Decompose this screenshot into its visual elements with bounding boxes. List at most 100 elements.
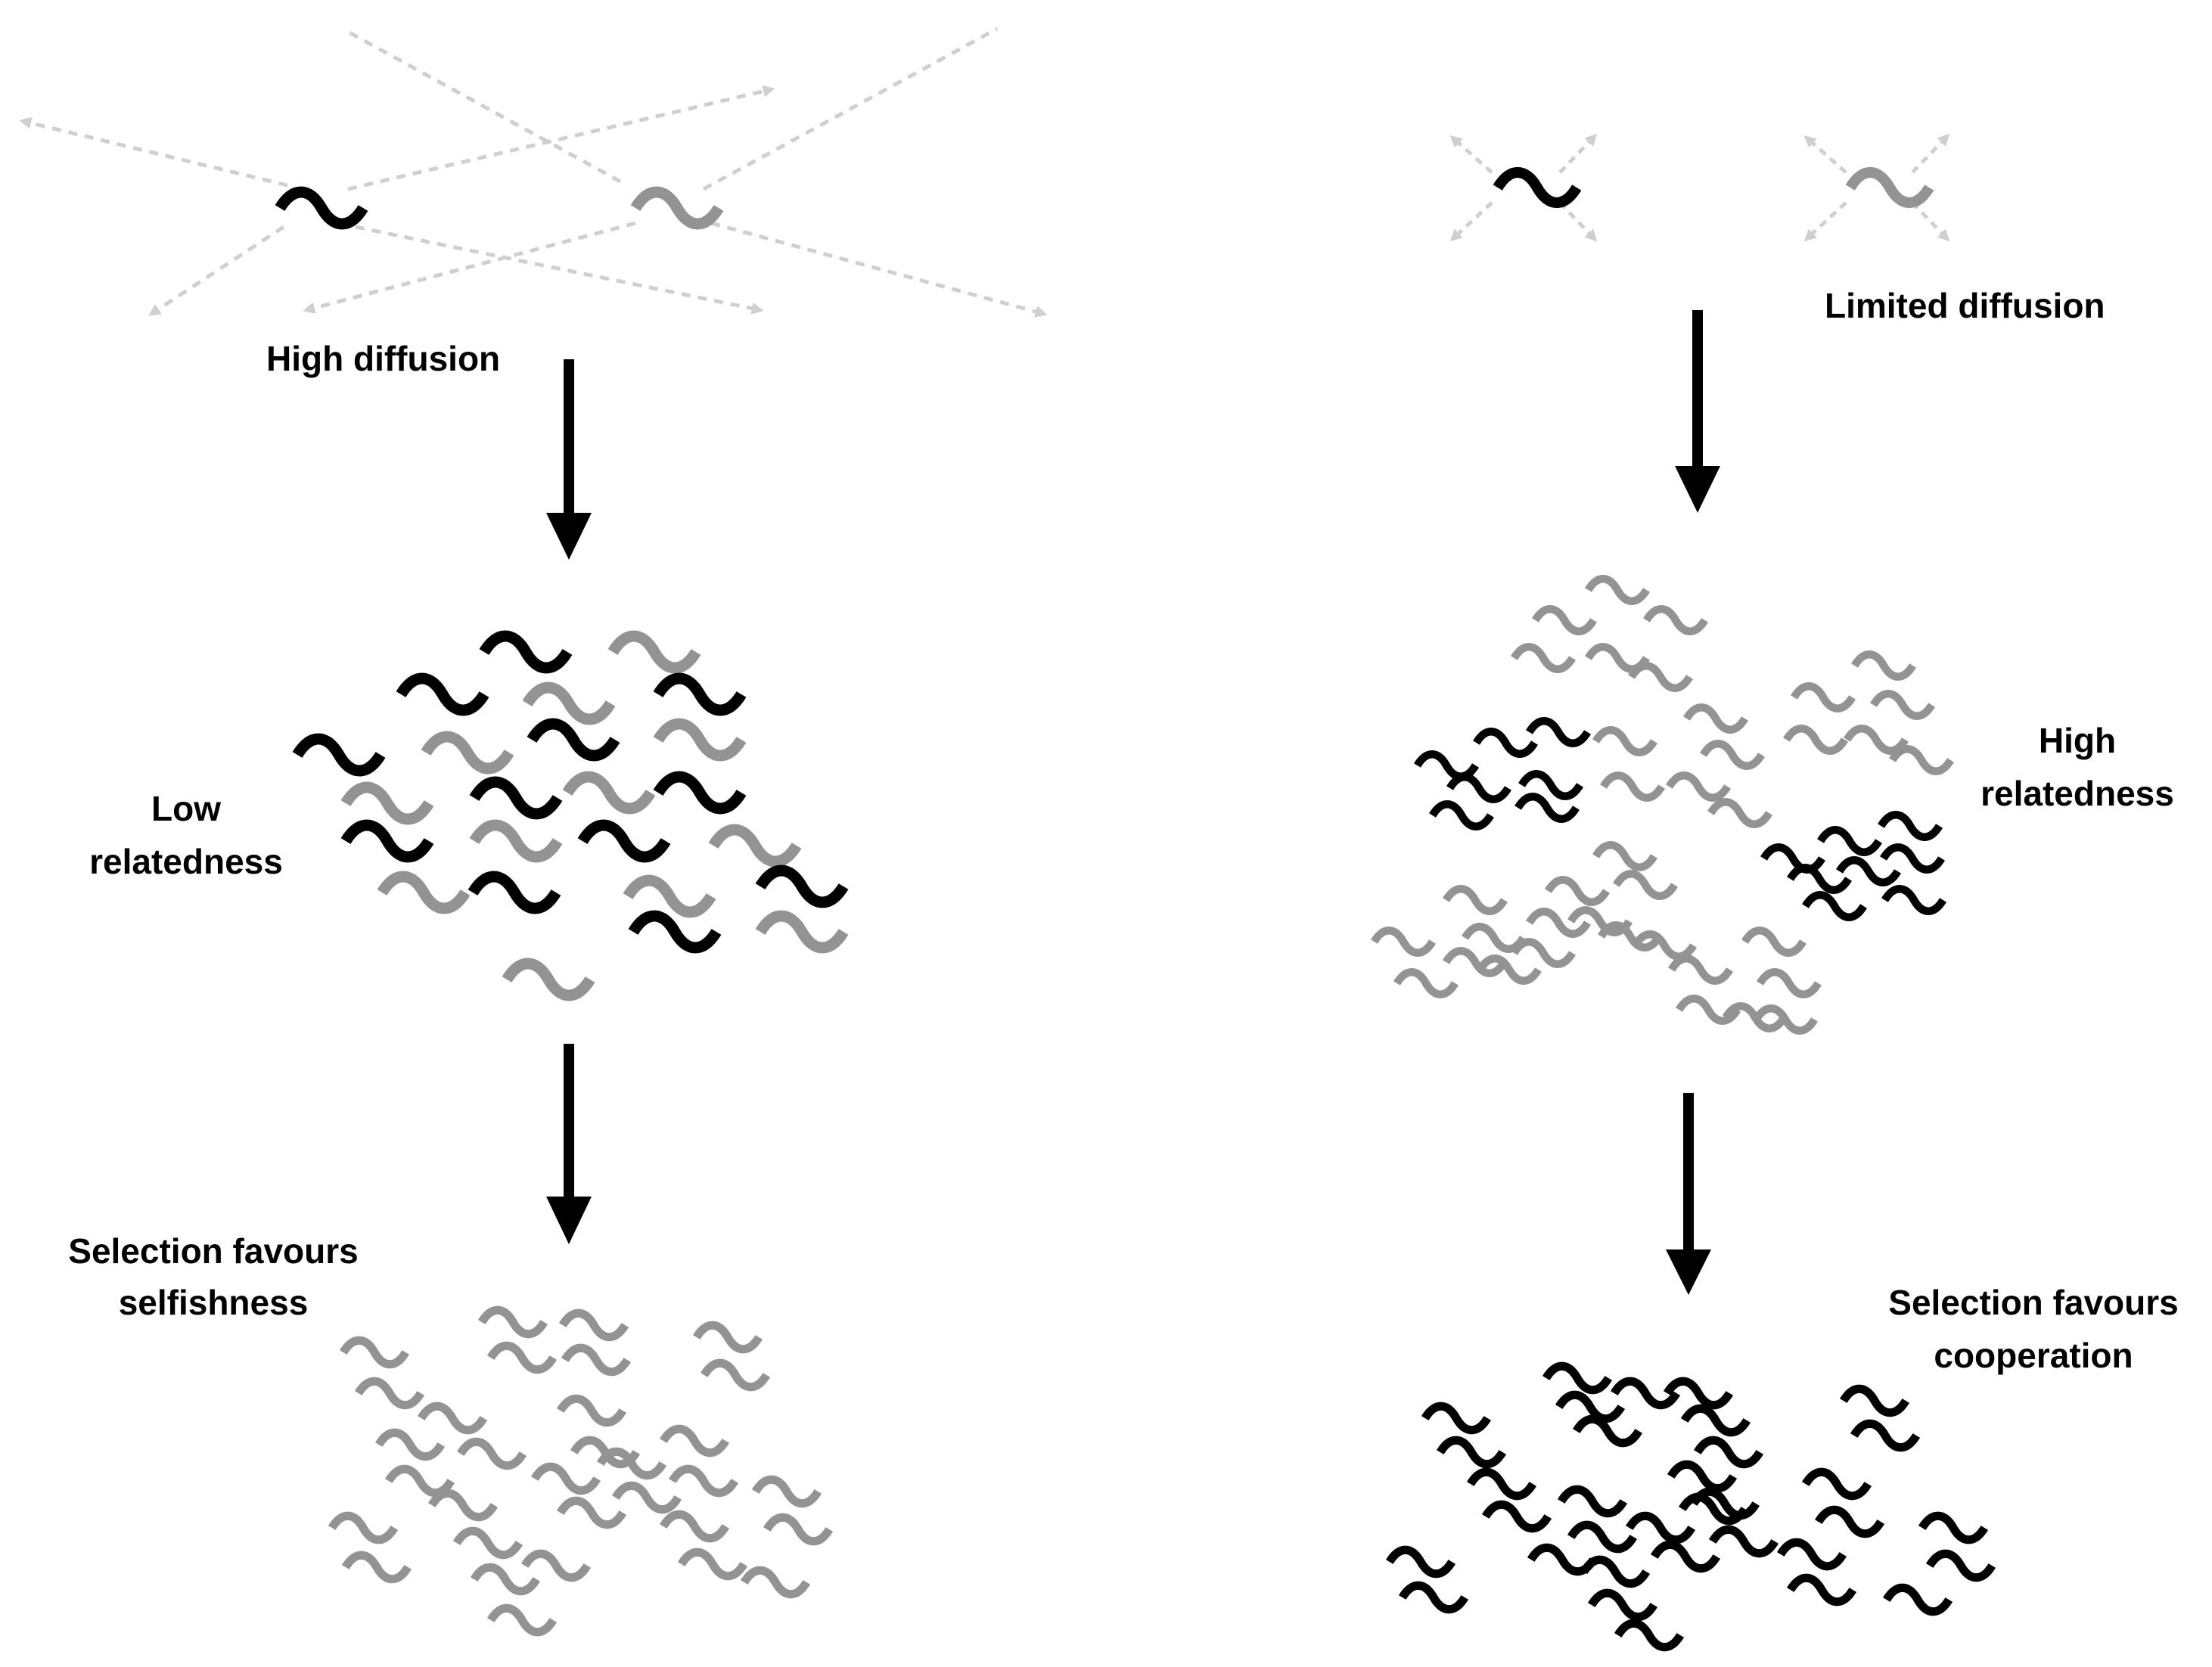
cheater-organism-icon	[482, 1310, 545, 1334]
label-high-relatedness-line2: relatedness	[1981, 774, 2174, 813]
cheater-organism-icon	[1589, 579, 1647, 601]
cooperator-organism-icon	[1713, 1529, 1776, 1554]
cheater-organism-icon	[346, 787, 429, 819]
cooperator-organism-icon	[1930, 1554, 1993, 1578]
cheater-organism-icon	[346, 1555, 409, 1579]
cooperator-organism-icon	[1530, 721, 1588, 743]
cooperator-organism-icon	[658, 777, 741, 809]
flow-arrow-right-top	[1675, 310, 1720, 513]
label-selection-cooperation-line1: Selection favours	[1888, 1283, 2178, 1322]
label-low-relatedness-line1: Low	[151, 789, 221, 828]
cheater-organism-icon	[1446, 889, 1505, 911]
diffusion-arrow	[148, 225, 285, 316]
cooperator-organism-icon	[1440, 1440, 1503, 1464]
cheater-organism-icon	[535, 1467, 598, 1491]
diffusion-arrow	[710, 221, 1048, 318]
cheater-organism-icon	[1760, 972, 1819, 994]
cheater-organism-icon	[563, 1313, 626, 1337]
cheater-organism-icon	[1794, 686, 1853, 708]
cooperator-organism-icon	[1819, 1510, 1881, 1534]
cheater-organism-icon	[663, 1429, 726, 1453]
diffusion-arrow	[1803, 201, 1847, 242]
cheater-organism-icon	[332, 1516, 395, 1540]
cooperator-organism-icon	[1922, 1516, 1985, 1540]
cooperator-organism-icon	[760, 871, 843, 902]
cheater-organism-icon	[1787, 728, 1845, 750]
label-limited-diffusion: Limited diffusion	[1825, 286, 2105, 325]
cooperator-organism-icon	[1887, 1588, 1949, 1612]
cooperator-organism-icon	[280, 192, 363, 224]
cooperator-organism-icon	[1592, 1593, 1654, 1617]
label-low-relatedness-line2: relatedness	[89, 842, 283, 881]
cooperator-organism-icon	[346, 825, 429, 857]
cooperator-organism-icon	[633, 916, 716, 948]
cheater-organism-icon	[527, 688, 610, 719]
cheater-organism-icon	[379, 1433, 442, 1457]
diffusion-arrow	[1558, 133, 1598, 174]
cooperator-organism-icon	[1685, 1408, 1748, 1433]
cooperator-organism-icon	[484, 636, 567, 668]
cheater-organism-icon	[744, 1570, 807, 1594]
cooperator-organism-icon	[658, 678, 741, 710]
diffusion-arrow	[1449, 201, 1493, 242]
cheater-organism-icon	[525, 1554, 588, 1578]
cheater-organism-icon	[1604, 775, 1662, 797]
cooperator-organism-icon	[1781, 1542, 1844, 1566]
label-high-relatedness-line1: High	[2039, 721, 2116, 760]
cooperator-organism-icon	[1561, 1489, 1624, 1513]
cheater-organism-icon	[1855, 654, 1913, 676]
cheater-organism-icon	[1704, 743, 1762, 765]
cheater-organism-icon	[1670, 775, 1728, 797]
cooperator-organism-icon	[1477, 731, 1535, 753]
cheater-organism-icon	[561, 1398, 623, 1423]
cheater-organism-icon	[507, 964, 590, 995]
cheater-organism-icon	[1687, 707, 1745, 729]
cooperator-organism-icon	[1698, 1440, 1760, 1464]
cheater-organism-icon	[1515, 942, 1573, 964]
cheater-organism-icon	[663, 1514, 726, 1538]
cheater-organism-icon	[767, 1517, 830, 1541]
cheater-organism-icon	[760, 916, 843, 948]
cooperator-organism-icon	[1629, 1516, 1692, 1540]
cheater-organism-icon	[1647, 609, 1705, 631]
cheater-organism-icon	[1536, 609, 1594, 631]
cheater-organism-icon	[1893, 749, 1951, 771]
cooperator-organism-icon	[583, 825, 666, 857]
label-selection-cooperation-line2: cooperation	[1934, 1336, 2133, 1375]
cheater-organism-icon	[389, 1469, 452, 1493]
cheater-organism-icon	[1711, 802, 1769, 824]
cooperator-organism-icon	[1618, 1623, 1681, 1647]
cheater-organism-icon	[382, 877, 465, 908]
diffusion-arrows-limited	[1449, 133, 1950, 242]
cooperator-organism-icon	[1791, 1578, 1853, 1602]
diffusion-arrow	[1803, 135, 1847, 174]
cheater-organism-icon	[457, 1531, 520, 1555]
cooperator-organism-icon	[1425, 1406, 1488, 1430]
cheater-organism-icon	[1515, 647, 1573, 669]
cooperator-organism-icon	[474, 782, 558, 814]
cooperator-organism-icon	[1486, 1504, 1549, 1529]
cheater-organism-icon	[421, 1406, 484, 1430]
cheater-organism-icon	[1745, 930, 1803, 952]
cooperator-organism-icon	[1654, 1544, 1717, 1569]
cheater-organism-icon	[567, 777, 651, 809]
cheater-organism-icon	[1397, 972, 1456, 994]
diffusion-arrow	[1449, 135, 1493, 174]
diffusion-arrow	[1558, 201, 1598, 242]
cheater-organism-icon	[359, 1381, 421, 1405]
cooperator-organism-icon	[401, 678, 484, 710]
flow-arrow-left-bottom	[546, 1044, 592, 1244]
cooperator-organism-icon	[1584, 1560, 1647, 1584]
cheater-organism-icon	[628, 880, 711, 912]
cheater-organism-icon	[1847, 728, 1906, 750]
cheater-organism-icon	[1596, 845, 1654, 867]
cooperator-organism-icon	[1881, 815, 1940, 837]
cheater-organism-icon	[343, 1340, 406, 1364]
cheater-organism-icon	[658, 724, 741, 756]
cheater-organism-icon	[561, 1501, 623, 1525]
cheater-organism-icon	[756, 1479, 819, 1504]
cheater-organism-icon	[426, 737, 509, 768]
cheater-organism-icon	[491, 1346, 554, 1370]
cheater-organism-icon	[1617, 874, 1675, 896]
cheater-organism-icon	[1375, 930, 1433, 952]
